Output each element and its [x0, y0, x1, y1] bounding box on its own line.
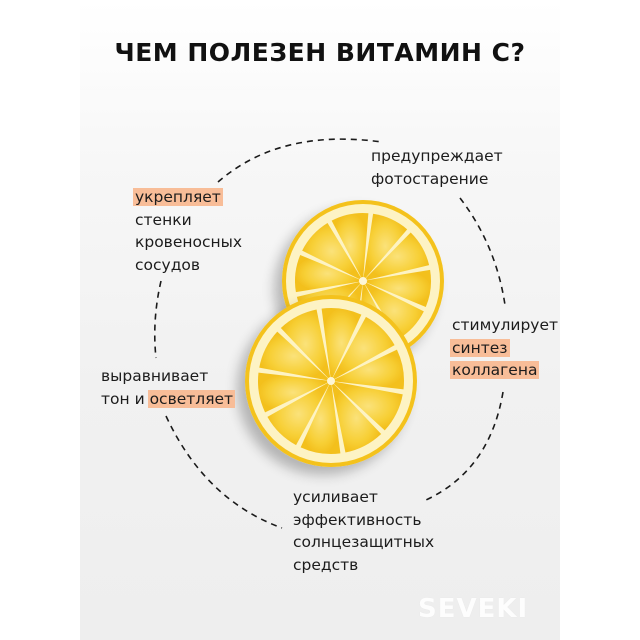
lemon-segment [259, 331, 329, 381]
benefit-line: выравнивает [101, 365, 235, 388]
watermark-logo: SEVEKI [418, 594, 529, 624]
lemon-segment [363, 213, 408, 279]
benefit-line: солнцезащитных [293, 531, 434, 554]
lemon-segment [295, 254, 360, 293]
highlighted-text: осветляет [147, 389, 236, 408]
dashed-arc-left [153, 280, 162, 359]
lemon-segment [365, 232, 430, 281]
benefit-spf: усиливает эффективность солнцезащитных сред… [293, 486, 434, 576]
lemon-segment [280, 309, 331, 379]
benefit-line: укрепляет [133, 186, 242, 209]
benefit-line: коллагена [450, 359, 558, 382]
benefit-text: эффективность [293, 510, 422, 529]
lemon-segment [267, 382, 330, 446]
highlighted-text: синтез [450, 338, 510, 357]
lemon-segment [366, 269, 431, 308]
dashed-arc-right-lower [425, 391, 504, 501]
lemon-segment [331, 383, 382, 453]
benefit-text: солнцезащитных [293, 533, 435, 551]
benefit-text: фотостарение [371, 169, 489, 188]
lemon-slice-front [245, 295, 417, 467]
benefit-line: синтез [450, 337, 558, 360]
lemon-segment [321, 308, 362, 378]
benefit-tone: выравнивает тон и осветляет [101, 365, 236, 411]
benefit-line: стенки [135, 209, 242, 232]
dashed-circle [153, 138, 506, 529]
benefit-text: усиливает [293, 488, 378, 506]
highlighted-text: коллагена [450, 361, 540, 379]
lemon-segment [331, 213, 369, 278]
dashed-arc-bottom-left [165, 415, 283, 529]
lemon-segment [333, 381, 403, 431]
page-title: ЧЕМ ПОЛЕЗЕН ВИТАМИН С? [114, 38, 526, 67]
lemon-core [327, 377, 335, 385]
benefit-text: средств [293, 555, 359, 574]
lemon-segment [334, 349, 404, 390]
benefit-line: тон и осветляет [101, 388, 236, 411]
benefit-text: предупреждает [371, 147, 503, 165]
benefit-line: усиливает [293, 486, 434, 509]
benefit-collagen: стимулирует синтез коллагена [450, 314, 558, 382]
benefit-text: кровеносных [135, 233, 243, 251]
benefit-text: стенки [135, 210, 192, 229]
benefit-text: тон и [101, 389, 150, 408]
lemon-segment [332, 316, 395, 380]
lemon-segment [300, 384, 341, 454]
benefit-text: стимулирует [452, 316, 559, 334]
benefit-text: выравнивает [101, 367, 209, 385]
dashed-arc-top [217, 138, 383, 183]
lemon-segment [364, 282, 424, 340]
lemon-segment [302, 222, 362, 280]
benefit-line: эффективность [293, 509, 434, 532]
benefit-line: стимулирует [452, 314, 558, 337]
lemon-segment [258, 372, 328, 413]
benefit-line: сосудов [135, 254, 242, 277]
benefit-line: предупреждает [371, 145, 503, 168]
highlighted-text: укрепляет [133, 188, 223, 206]
lemon-core [359, 277, 367, 285]
benefit-text: сосудов [135, 255, 201, 274]
benefit-line: фотостарение [371, 168, 503, 191]
dashed-arc-right-upper [459, 197, 506, 306]
benefit-line: средств [293, 554, 434, 577]
benefit-vessels: укрепляет стенки кровеносных сосудов [133, 186, 242, 277]
benefit-line: кровеносных [135, 231, 242, 254]
benefit-photoaging: предупреждает фотостарение [371, 145, 503, 190]
